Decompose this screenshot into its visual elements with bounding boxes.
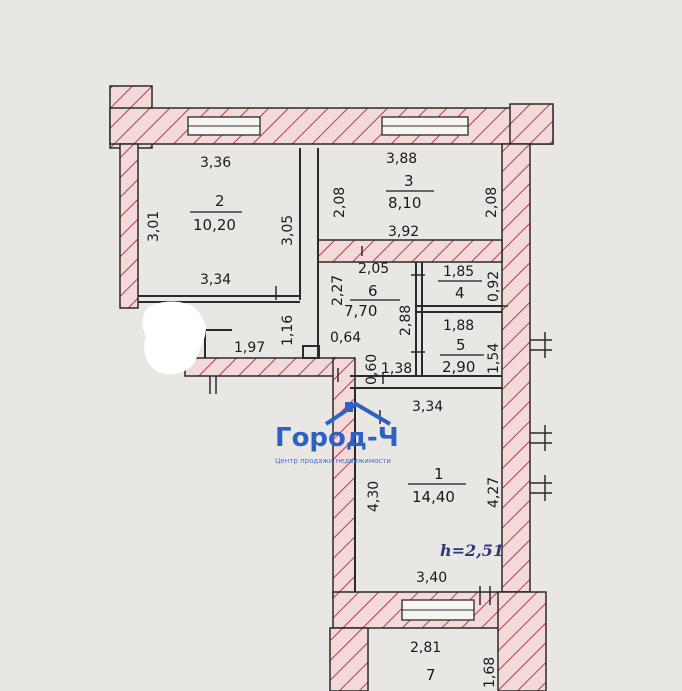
room-3-number: 3 xyxy=(404,172,414,190)
corridor-dim-1-16: 1,16 xyxy=(280,315,296,346)
room-4: 1,85 4 0,92 xyxy=(438,264,502,302)
wall-corridor-bottom xyxy=(184,357,336,377)
interior-walls xyxy=(138,148,502,592)
room-6: 2,05 2,27 6 7,70 2,88 xyxy=(330,261,414,336)
wall-top xyxy=(109,107,554,145)
room-6-height-left: 2,27 xyxy=(330,275,346,306)
logo-chimney-icon xyxy=(345,402,353,412)
room-2-number: 2 xyxy=(215,192,225,210)
room-3-width-bottom: 3,92 xyxy=(388,224,419,240)
room-1-height-right: 4,27 xyxy=(486,477,502,508)
room-6-height-right: 2,88 xyxy=(398,305,414,336)
wall-room7-left xyxy=(329,627,369,691)
wall-room7-right xyxy=(497,591,547,691)
room-2: 3,36 2 10,20 3,01 3,05 3,34 xyxy=(146,155,296,288)
exterior-marks xyxy=(209,332,552,605)
room-5-width: 1,88 xyxy=(443,318,474,334)
room-7-height: 1,68 xyxy=(482,657,498,688)
room-5-number: 5 xyxy=(456,336,466,354)
room-6-width: 2,05 xyxy=(358,261,389,277)
room-2-width-bottom: 3,34 xyxy=(200,272,231,288)
logo-title: Город-Ч xyxy=(275,423,399,453)
room-1-width-bottom: 3,40 xyxy=(416,570,447,586)
room-5: 1,88 5 2,90 1,54 xyxy=(440,318,502,376)
room-1-area: 14,40 xyxy=(412,488,455,506)
room-3-height-left: 2,08 xyxy=(332,187,348,218)
ceiling-height: h=2,51 xyxy=(440,541,504,560)
room-5-height: 1,54 xyxy=(486,343,502,374)
room-1-number: 1 xyxy=(434,465,444,483)
room-4-number: 4 xyxy=(455,284,465,302)
room-5-area: 2,90 xyxy=(442,358,475,376)
corridor-dim-0-64: 0,64 xyxy=(330,330,361,346)
room-2-width-top: 3,36 xyxy=(200,155,231,171)
room-6-area: 7,70 xyxy=(344,302,377,320)
logo-roof-icon xyxy=(324,401,392,426)
room-2-height-left: 3,01 xyxy=(146,211,162,242)
wall-room1-left xyxy=(332,357,356,599)
wall-top-right-corner xyxy=(509,103,554,145)
room-3-area: 8,10 xyxy=(388,194,421,212)
logo-subtitle: Центр продажи недвижимости xyxy=(275,457,391,465)
corridor: 1,16 1,97 0,64 0,60 1,38 xyxy=(234,315,412,385)
room-2-height-right: 3,05 xyxy=(280,215,296,246)
exterior-walls xyxy=(109,85,554,691)
room-3: 3,88 3 8,10 2,08 2,08 3,92 xyxy=(332,151,500,240)
room-7-width: 2,81 xyxy=(410,640,441,656)
window-lines xyxy=(188,125,474,611)
corridor-dim-0-60: 0,60 xyxy=(364,354,380,385)
wall-left xyxy=(119,143,139,309)
room-2-area: 10,20 xyxy=(193,216,236,234)
wall-interior-band xyxy=(317,239,503,263)
corridor-dim-1-97: 1,97 xyxy=(234,340,265,356)
room-3-width-top: 3,88 xyxy=(386,151,417,167)
wall-right xyxy=(501,143,531,593)
room-4-width: 1,85 xyxy=(443,264,474,280)
room-6-number: 6 xyxy=(368,282,378,300)
room-1: 3,34 1 14,40 4,30 4,27 h=2,51 3,40 xyxy=(366,399,504,586)
redaction-blob xyxy=(142,301,206,375)
room-1-width-top: 3,34 xyxy=(412,399,443,415)
room-7-number: 7 xyxy=(426,666,436,684)
door-ticks xyxy=(275,246,508,424)
room-1-height-left: 4,30 xyxy=(366,481,382,512)
watermark-logo: Город-Ч Центр продажи недвижимости xyxy=(275,401,399,465)
room-3-height-right: 2,08 xyxy=(484,187,500,218)
room-7: 2,81 7 1,68 xyxy=(410,640,498,688)
room-4-height: 0,92 xyxy=(486,271,502,302)
corridor-dim-1-38: 1,38 xyxy=(381,361,412,377)
